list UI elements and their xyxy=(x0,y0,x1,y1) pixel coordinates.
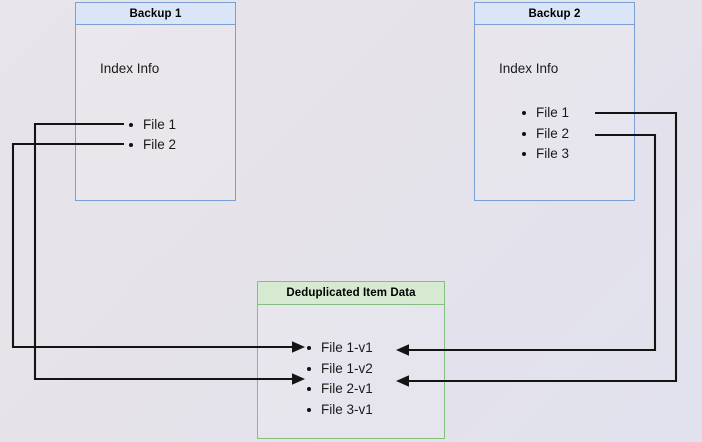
backup-1-title: Backup 1 xyxy=(75,2,236,25)
list-item: File 1 xyxy=(126,115,176,135)
deduplicated-item-data-body: File 1-v1 File 1-v2 File 2-v1 File 3-v1 xyxy=(257,305,445,439)
deduplicated-item-data-title: Deduplicated Item Data xyxy=(257,281,445,305)
list-item: File 3-v1 xyxy=(304,400,373,421)
list-item: File 3 xyxy=(519,144,569,165)
list-item: File 1 xyxy=(519,103,569,124)
backup-2-title: Backup 2 xyxy=(474,2,635,25)
backup-2-box: Backup 2 Index Info File 1 File 2 File 3 xyxy=(474,2,635,201)
backup-1-body: Index Info File 1 File 2 xyxy=(75,25,236,201)
backup-1-index-info-label: Index Info xyxy=(100,61,160,76)
deduplicated-item-data-box: Deduplicated Item Data File 1-v1 File 1-… xyxy=(257,281,445,439)
backup-1-file-list: File 1 File 2 xyxy=(126,115,176,154)
list-item: File 2 xyxy=(519,124,569,145)
backup-2-file-list: File 1 File 2 File 3 xyxy=(519,103,569,165)
backup-1-box: Backup 1 Index Info File 1 File 2 xyxy=(75,2,236,201)
list-item: File 1-v1 xyxy=(304,338,373,359)
list-item: File 2 xyxy=(126,135,176,155)
list-item: File 1-v2 xyxy=(304,359,373,380)
deduplicated-file-list: File 1-v1 File 1-v2 File 2-v1 File 3-v1 xyxy=(304,338,373,420)
list-item: File 2-v1 xyxy=(304,379,373,400)
backup-2-index-info-label: Index Info xyxy=(499,61,559,76)
backup-2-body: Index Info File 1 File 2 File 3 xyxy=(474,25,635,201)
